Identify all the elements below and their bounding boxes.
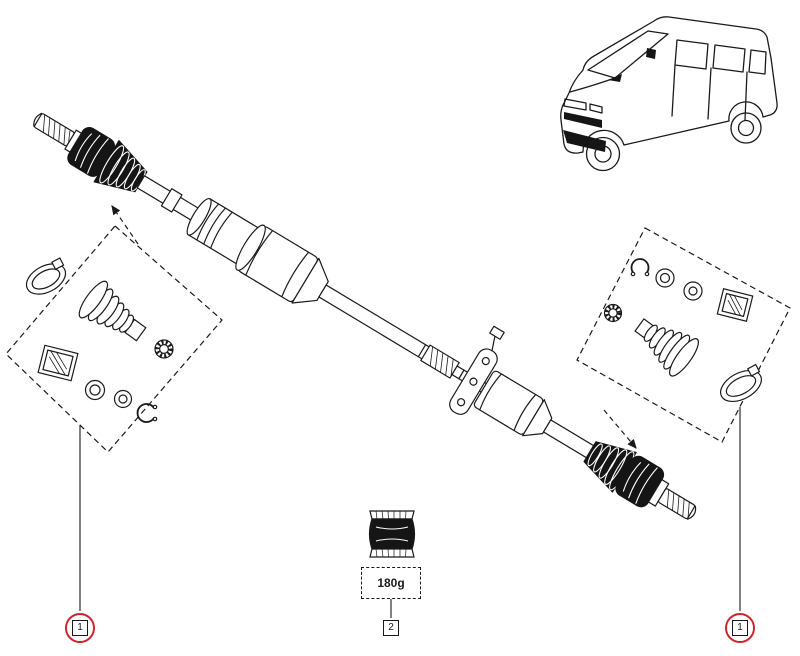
callout-1-right[interactable]: 1 xyxy=(725,613,755,643)
grease-sachet-icon xyxy=(368,510,416,558)
ribbed-ring-right xyxy=(603,303,623,323)
shaft-section-b xyxy=(318,284,435,363)
support-bracket xyxy=(449,325,505,415)
cv-boot-right xyxy=(583,441,637,493)
cv-boot-left xyxy=(93,140,148,193)
boot-part-left xyxy=(78,280,147,342)
right-inner-joint xyxy=(473,370,553,437)
circlip-part-left xyxy=(136,403,158,423)
circlip-part-right xyxy=(630,258,650,277)
callout-1-left-number: 1 xyxy=(72,620,88,636)
van-bumper xyxy=(563,130,606,152)
splined-stub-right xyxy=(658,488,697,520)
boot-kit-right-box xyxy=(576,227,791,443)
washer-part-right xyxy=(655,268,703,301)
boot-kit-left-box xyxy=(5,225,223,453)
ribbed-ring-left xyxy=(154,339,174,359)
callout-1-right-number: 1 xyxy=(732,620,748,636)
van-side-window xyxy=(674,39,709,70)
grease-weight-label: 180g xyxy=(361,567,421,599)
boot-kit-right xyxy=(576,227,791,443)
van-grille xyxy=(564,112,602,128)
callout-1-left[interactable]: 1 xyxy=(65,613,95,643)
van-front-wheel xyxy=(585,136,621,172)
van-rear-wheel xyxy=(730,112,762,144)
splined-section-mid xyxy=(420,344,465,380)
van-mirror xyxy=(646,48,656,59)
van-illustration xyxy=(560,16,778,172)
packet-part-right xyxy=(716,288,754,322)
boot-kit-left xyxy=(5,225,223,453)
shaft-section-c xyxy=(542,419,595,459)
shaft-collar xyxy=(160,188,183,213)
packet-part-left xyxy=(37,344,79,382)
van-side-window xyxy=(748,49,767,75)
callout-2-grease[interactable]: 2 xyxy=(383,620,399,636)
drive-shaft-assembly xyxy=(33,112,697,520)
callout-2-grease-number: 2 xyxy=(383,620,399,636)
van-side-window xyxy=(712,44,746,73)
leader-arrow-right xyxy=(603,409,637,449)
clamp-part-left xyxy=(25,257,67,295)
van-windshield xyxy=(587,30,669,79)
boot-part-right xyxy=(634,318,699,377)
washer-part-left xyxy=(84,379,133,409)
leader-arrow-left xyxy=(111,205,139,245)
splined-stub-left xyxy=(33,112,75,147)
inner-joint-housing xyxy=(235,224,329,304)
clamp-part-right xyxy=(720,363,762,403)
